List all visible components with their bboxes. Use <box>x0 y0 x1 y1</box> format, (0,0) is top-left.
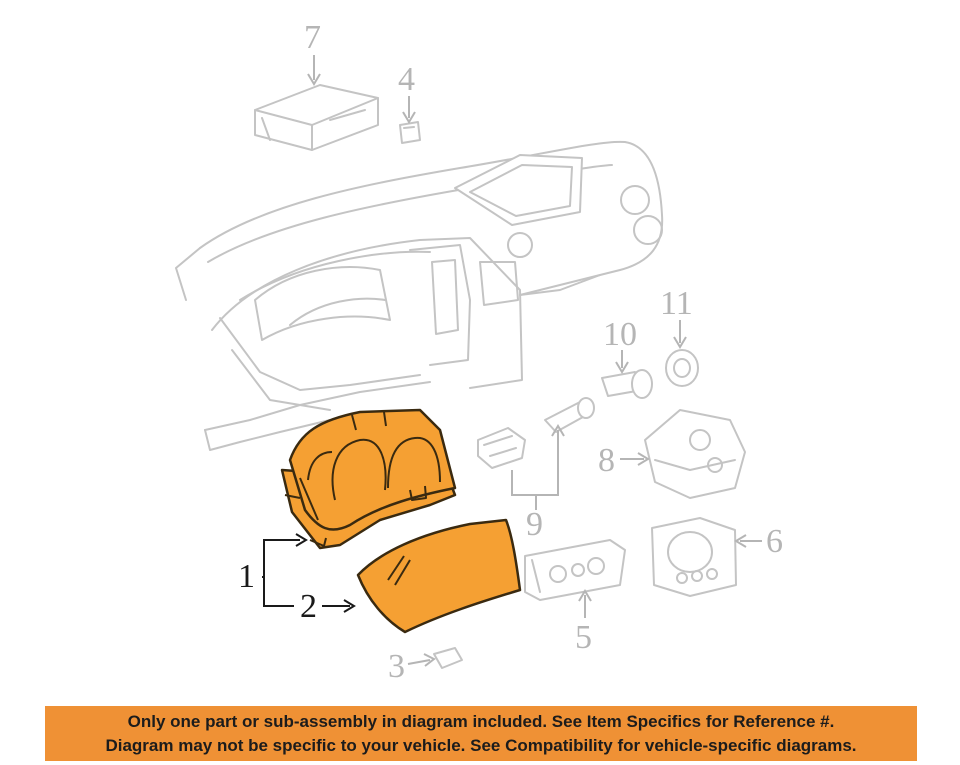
part-3-clip: 3 <box>388 647 463 685</box>
callout-7: 7 <box>304 19 321 56</box>
callout-6: 6 <box>766 523 783 560</box>
part-11-trim-ring: 11 <box>660 285 699 387</box>
callout-1: 1 <box>238 558 255 595</box>
part-2-cluster-lens <box>356 518 522 634</box>
callout-9: 9 <box>526 506 543 543</box>
disclaimer-banner: Only one part or sub-assembly in diagram… <box>45 706 917 761</box>
callout-8: 8 <box>598 442 615 479</box>
callout-5: 5 <box>575 619 592 656</box>
callout-3: 3 <box>388 648 405 685</box>
part-9-ignition-switch: 9 <box>477 397 595 543</box>
disclaimer-line-1: Only one part or sub-assembly in diagram… <box>127 711 835 731</box>
part-10-lock-cylinder: 10 <box>601 316 653 399</box>
disclaimer-line-2: Diagram may not be specific to your vehi… <box>105 735 857 755</box>
part-8-switch-housing: 8 <box>598 409 746 499</box>
callout-group-1-2: 1 2 <box>238 533 356 625</box>
part-4-switch: 4 <box>398 61 421 144</box>
part-1-instrument-cluster <box>280 408 457 550</box>
parts-diagram: 7 4 10 11 9 <box>175 19 783 685</box>
callout-11: 11 <box>660 285 693 322</box>
dashboard-outline <box>175 140 664 451</box>
callout-10: 10 <box>603 316 637 353</box>
part-6-alt-cluster: 6 <box>651 517 783 597</box>
callout-2: 2 <box>300 588 317 625</box>
callout-4: 4 <box>398 61 415 98</box>
part-7-control-module: 7 <box>254 19 379 151</box>
part-5-climate-control: 5 <box>524 539 626 656</box>
